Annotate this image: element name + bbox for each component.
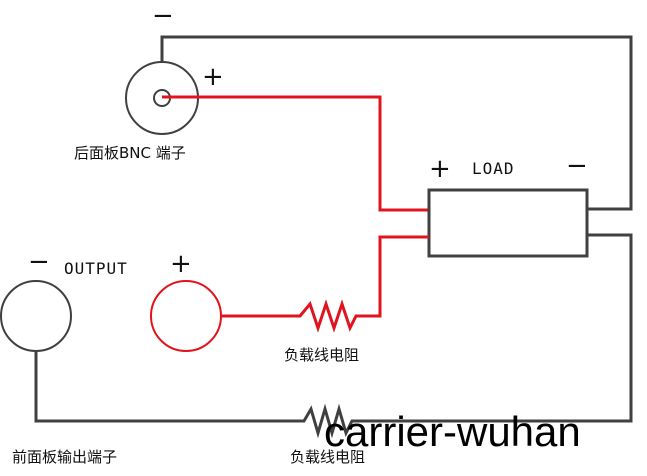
bnc-terminal-label: 后面板BNC 端子 xyxy=(74,144,186,162)
load-box xyxy=(427,188,589,258)
load-plus-sign: + xyxy=(429,154,451,184)
resistor-top-label: 负载线电阻 xyxy=(284,346,359,364)
wire-bnc-negative xyxy=(160,35,633,211)
output-title: OUTPUT xyxy=(64,259,128,278)
watermark: carrier-wuhan xyxy=(324,408,581,455)
output-positive-terminal xyxy=(150,280,222,352)
bnc-minus-sign: − xyxy=(152,1,174,31)
wire-output-negative xyxy=(34,233,633,439)
front-terminal-label: 前面板输出端子 xyxy=(12,448,117,466)
load-minus-sign: − xyxy=(566,151,588,181)
output-negative-terminal xyxy=(0,280,72,352)
resistor-bottom-label: 负载线电阻 xyxy=(290,448,365,466)
bnc-plus-sign: + xyxy=(202,62,224,92)
output-plus-sign: + xyxy=(170,249,192,279)
wire-output-positive xyxy=(221,235,429,333)
output-minus-sign: − xyxy=(28,247,50,277)
wire-bnc-positive xyxy=(162,95,429,212)
load-title: LOAD xyxy=(472,159,515,178)
